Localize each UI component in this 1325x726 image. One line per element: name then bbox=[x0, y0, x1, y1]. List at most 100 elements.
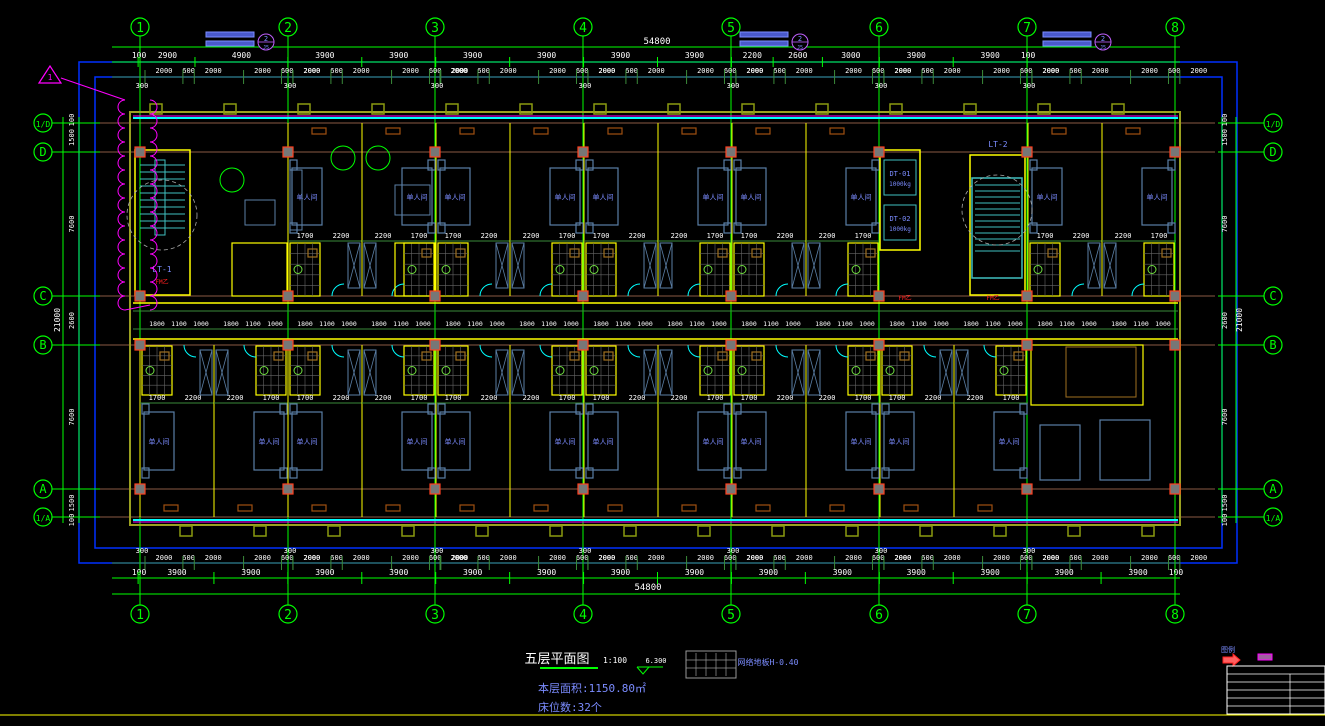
structural-column bbox=[1169, 146, 1181, 158]
axis-label: 5 bbox=[727, 21, 735, 36]
wardrobe-icon bbox=[347, 349, 361, 396]
dim-text: 2200 bbox=[523, 394, 540, 402]
ac-unit-icon bbox=[311, 504, 327, 512]
axis-bubble bbox=[573, 604, 593, 624]
dim-text: 1700 bbox=[707, 232, 724, 240]
window-frame bbox=[445, 103, 459, 115]
dim-text: 3900 bbox=[981, 51, 1000, 60]
floor-drain-icon bbox=[407, 366, 417, 375]
wardrobe-icon bbox=[955, 349, 969, 396]
dim-overall-bottom: 54800 bbox=[634, 583, 661, 593]
dim-text: 2000 bbox=[156, 67, 173, 75]
floor-drain-icon bbox=[555, 265, 565, 274]
nightstand-icon bbox=[1029, 159, 1038, 171]
floor-drain-icon bbox=[737, 265, 747, 274]
dim-text: 1100 bbox=[985, 320, 1001, 328]
axis-label: 4 bbox=[579, 21, 587, 36]
door-swing-icon bbox=[391, 283, 405, 297]
ac-unit-icon bbox=[533, 127, 549, 135]
window-frame bbox=[1141, 525, 1155, 537]
nightstand-icon bbox=[871, 159, 880, 171]
floor-drain-icon bbox=[441, 265, 451, 274]
door-swing-icon bbox=[1131, 283, 1145, 297]
fire-door-label: FM乙 bbox=[986, 295, 999, 302]
structural-column bbox=[1169, 339, 1181, 351]
dim-text: 1700 bbox=[411, 232, 428, 240]
nightstand-icon bbox=[723, 159, 732, 171]
dim-text: 1000 bbox=[1007, 320, 1023, 328]
floor-drain-icon bbox=[293, 366, 303, 375]
dim-text: 2000 bbox=[500, 67, 517, 75]
dim-text: 2000 bbox=[500, 554, 517, 562]
section-note-text bbox=[739, 40, 789, 47]
dim-text: 1000 bbox=[341, 320, 357, 328]
door-swing-icon bbox=[479, 283, 493, 297]
dim-text: 1700 bbox=[559, 232, 576, 240]
dim-text: 3900 bbox=[759, 568, 778, 577]
legend-title: 图例 bbox=[1221, 645, 1235, 654]
axis-label: 5 bbox=[727, 608, 735, 623]
axis-label: 2 bbox=[284, 21, 292, 36]
toilet-icon bbox=[307, 248, 318, 258]
dim-text: 1100 bbox=[1059, 320, 1075, 328]
wardrobe-icon bbox=[199, 349, 213, 396]
wardrobe-cross bbox=[495, 349, 509, 396]
dim-text: 1000 bbox=[415, 320, 431, 328]
wardrobe-icon bbox=[495, 349, 509, 396]
dim-text: 2000 bbox=[1042, 554, 1059, 562]
room-label: 单人间 bbox=[555, 193, 576, 202]
ac-unit-icon bbox=[903, 504, 919, 512]
floor-drain-icon bbox=[145, 366, 155, 375]
round-table-icon bbox=[330, 145, 356, 171]
toilet-icon bbox=[717, 248, 728, 258]
axis-label: 1 bbox=[136, 21, 144, 36]
floor-drain-icon bbox=[851, 265, 861, 274]
dim-text-vertical: 2600 bbox=[1221, 312, 1229, 329]
dim-text: 1000 bbox=[711, 320, 727, 328]
ac-unit-icon bbox=[681, 127, 697, 135]
dim-text: 1800 bbox=[519, 320, 535, 328]
wardrobe-cross bbox=[495, 242, 509, 289]
window-frame bbox=[771, 525, 785, 537]
dim-text: 2000 bbox=[598, 554, 615, 562]
bed-icon bbox=[439, 167, 471, 226]
dim-text-vertical: 21000 bbox=[1235, 308, 1244, 332]
drawing-title: 五层平面图 bbox=[524, 652, 589, 667]
window-frame bbox=[253, 525, 267, 537]
dim-text: 2000 bbox=[895, 554, 912, 562]
door-swing-icon bbox=[243, 344, 257, 358]
wardrobe-cross bbox=[363, 242, 377, 289]
dim-text: 300 bbox=[431, 547, 444, 555]
nightstand-icon bbox=[437, 403, 446, 415]
dim-text: 1100 bbox=[393, 320, 409, 328]
axis-label: 6 bbox=[875, 21, 883, 36]
structural-column bbox=[725, 339, 737, 351]
dim-text: 2200 bbox=[481, 232, 498, 240]
dim-text: 2000 bbox=[895, 67, 912, 75]
dim-text: 1800 bbox=[149, 320, 165, 328]
door-swing-icon bbox=[775, 344, 789, 358]
wardrobe-cross bbox=[643, 349, 657, 396]
stair-dashed-circle bbox=[961, 174, 1033, 246]
dim-text: 2000 bbox=[648, 554, 665, 562]
dim-text: 3900 bbox=[833, 568, 852, 577]
dim-text: 1700 bbox=[1151, 232, 1168, 240]
dim-text: 100 bbox=[1021, 51, 1036, 60]
dim-text: 3900 bbox=[389, 568, 408, 577]
floor-drain-icon bbox=[1033, 265, 1043, 274]
wardrobe-icon bbox=[643, 242, 657, 289]
wardrobe-cross bbox=[955, 349, 969, 396]
nightstand-icon bbox=[733, 159, 742, 171]
structural-column bbox=[873, 146, 885, 158]
window-frame bbox=[993, 525, 1007, 537]
dim-text: 1700 bbox=[559, 394, 576, 402]
structural-column bbox=[282, 339, 294, 351]
section-note-text bbox=[739, 31, 789, 38]
bed-count: 床位数:32个 bbox=[538, 700, 602, 714]
axis-label: C bbox=[39, 289, 46, 303]
dim-text: 1000 bbox=[267, 320, 283, 328]
room-label: 单人间 bbox=[999, 437, 1020, 446]
room-label: 单人间 bbox=[1037, 193, 1058, 202]
structural-column bbox=[1169, 290, 1181, 302]
nightstand-icon bbox=[575, 159, 584, 171]
